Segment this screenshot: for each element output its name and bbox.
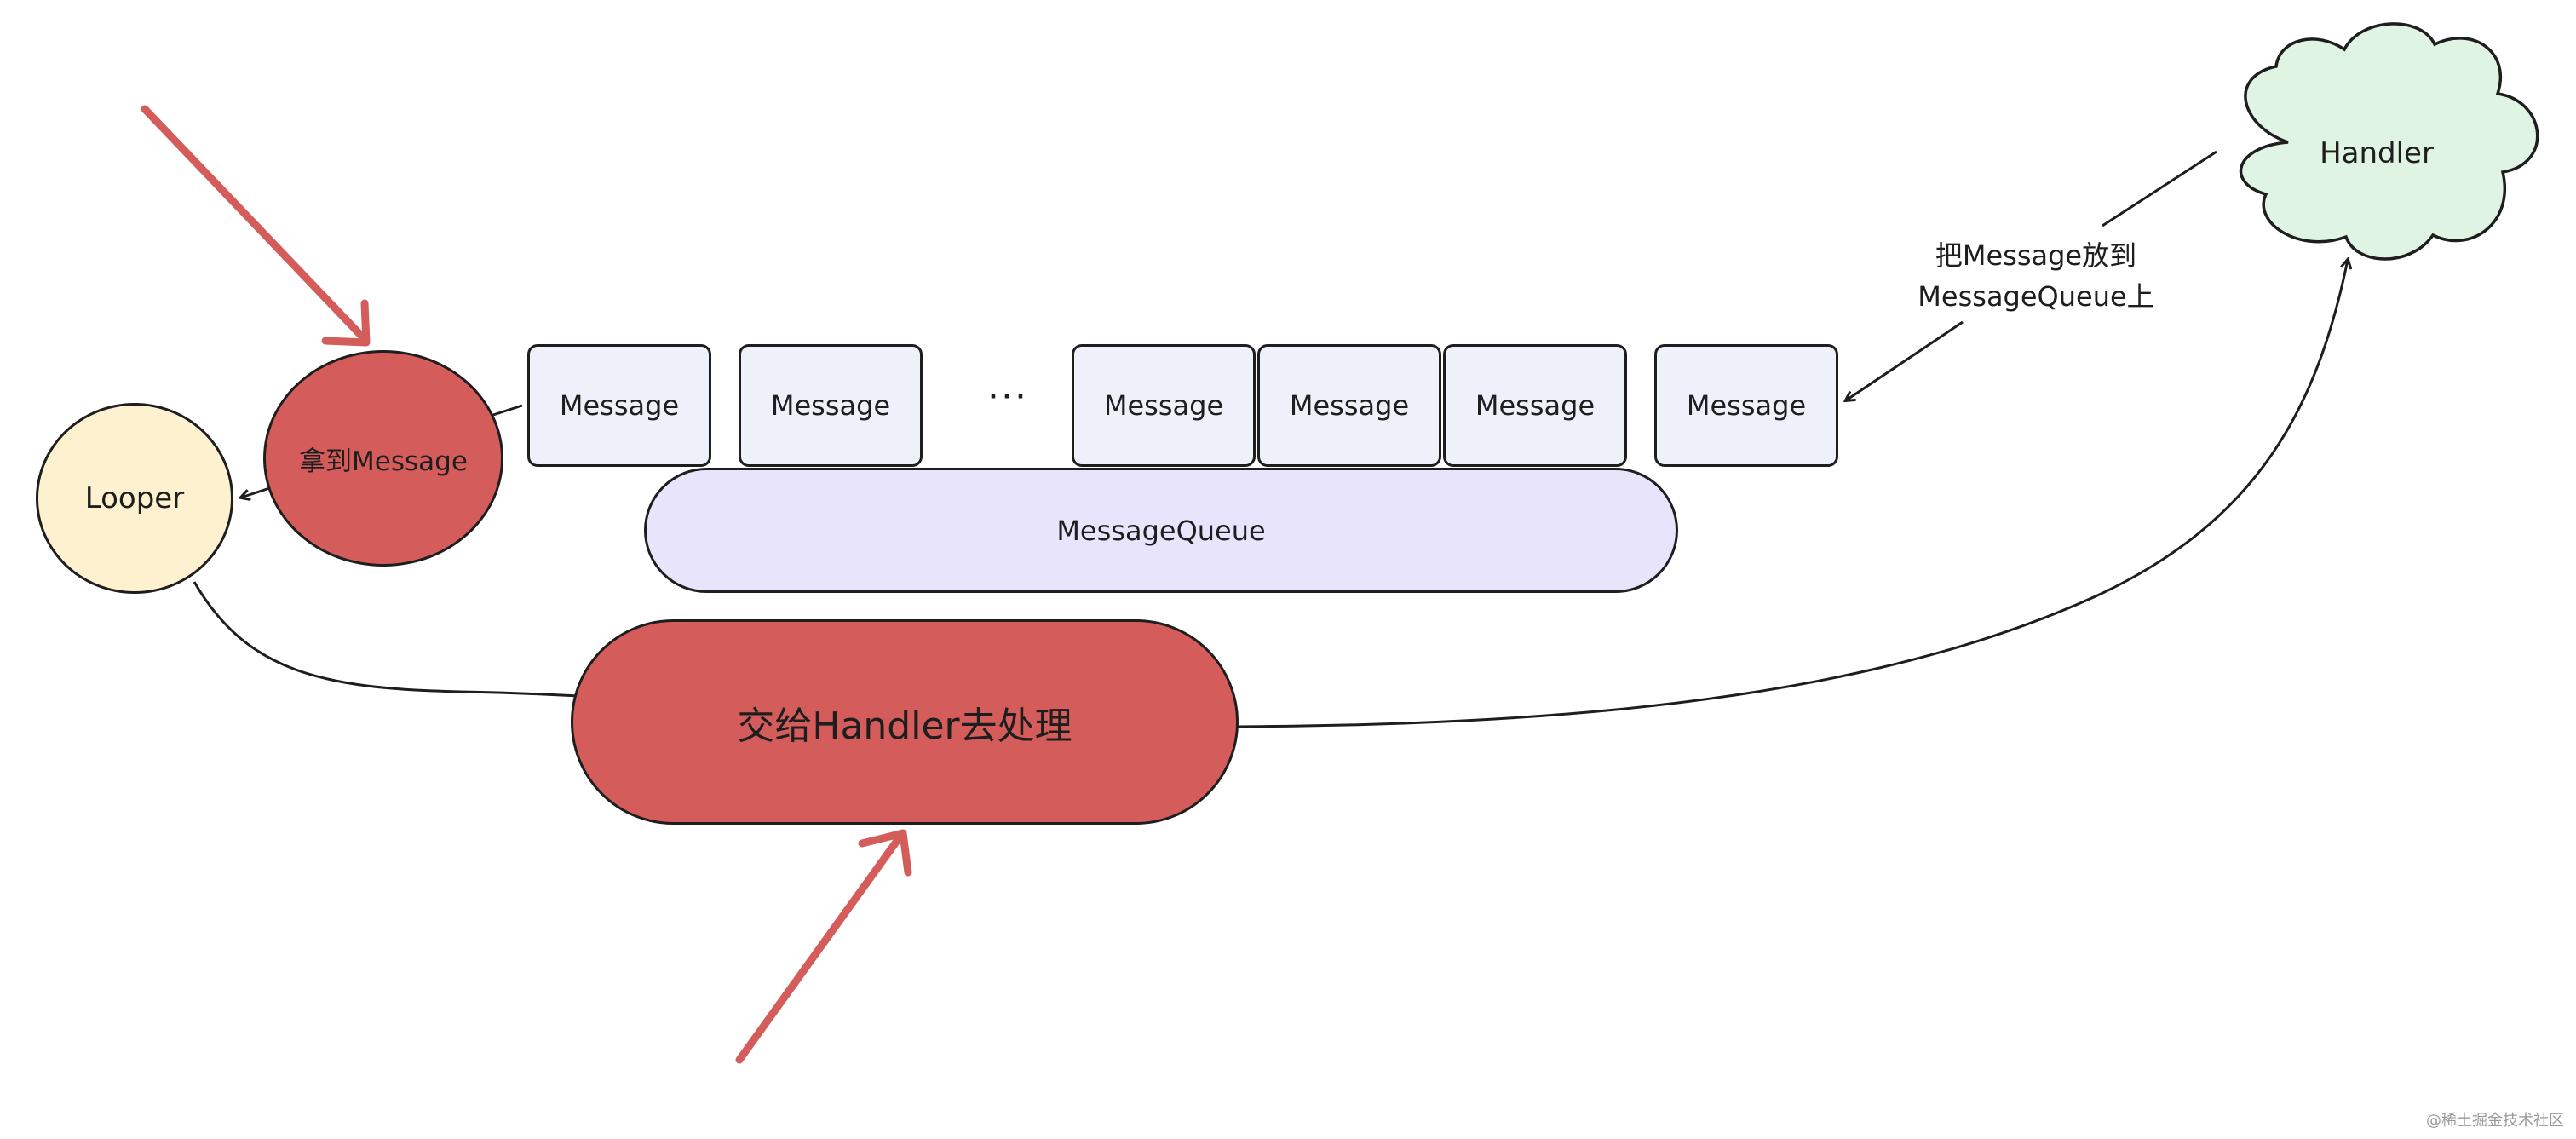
- label-to-message-arrow: [1846, 320, 1964, 400]
- red-arrowhead-top: [321, 299, 371, 347]
- message-label: Message: [1475, 389, 1596, 422]
- message-box: Message: [1257, 344, 1441, 467]
- handler-to-label-line: [2102, 150, 2217, 227]
- red-arrow-bottom: [735, 831, 906, 1064]
- red-arrow-top: [141, 105, 367, 342]
- dispatch-node: 交给Handler去处理: [571, 619, 1239, 825]
- looper-node: Looper: [36, 403, 233, 594]
- watermark: @稀土掘金技术社区: [2426, 1112, 2564, 1130]
- handler-cloud-shape: [2239, 22, 2539, 261]
- edge-label-line-2: MessageQueue上: [1918, 280, 2154, 313]
- message-label: Message: [559, 389, 680, 422]
- edge-label-line-1: 把Message放到: [1935, 239, 2137, 272]
- message-label: Message: [1686, 389, 1807, 422]
- looper-label: Looper: [84, 481, 185, 515]
- message-label: Message: [1103, 389, 1224, 422]
- take-message-node: 拿到Message: [263, 350, 503, 567]
- message-label: Message: [770, 389, 891, 422]
- message-box: Message: [739, 344, 923, 467]
- message-box: Message: [527, 344, 711, 467]
- edge-label: 把Message放到 MessageQueue上: [1874, 235, 2198, 317]
- handler-label: Handler: [2320, 136, 2434, 170]
- take-message-label: 拿到Message: [299, 446, 468, 477]
- red-arrowhead-bottom: [858, 829, 912, 877]
- message-box: Message: [1443, 344, 1627, 467]
- message-queue-label: MessageQueue: [1056, 514, 1266, 547]
- message-queue: MessageQueue: [644, 468, 1678, 593]
- ellipsis: ···: [987, 375, 1028, 418]
- dispatch-to-handler-curve: [1044, 260, 2348, 728]
- message-box: Message: [1072, 344, 1256, 467]
- message-box: Message: [1654, 344, 1838, 467]
- dispatch-label: 交给Handler去处理: [737, 704, 1072, 748]
- message-label: Message: [1289, 389, 1410, 422]
